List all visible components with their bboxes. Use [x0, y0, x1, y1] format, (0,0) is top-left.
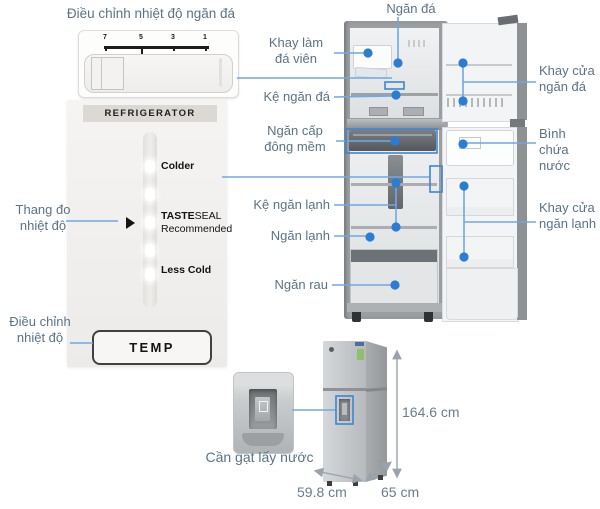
door-shelf-items — [447, 98, 507, 107]
freezer-door-open — [442, 23, 519, 122]
dial-slider-knob — [91, 57, 124, 90]
temp-button: TEMP — [92, 330, 212, 365]
vegetable-drawer — [350, 249, 438, 305]
electrolux-logo — [329, 347, 334, 352]
knob-groove — [101, 58, 102, 89]
freezer-dial-label: Điều chỉnh nhiệt độ ngăn đá — [66, 6, 236, 21]
dial-scale-7: 7 — [103, 34, 107, 41]
drip-tray — [242, 433, 284, 446]
dial-tick — [173, 46, 175, 51]
pointer-triangle-icon — [126, 217, 135, 229]
dispenser-top-band — [234, 373, 293, 386]
led-indicator — [145, 244, 155, 257]
dial-ridge — [219, 58, 222, 87]
width-dimension: 59.8 cm — [297, 484, 347, 500]
fridge-door-bottom-panel — [446, 268, 518, 320]
callout-ngan-cap-dong-mem: Ngăn cấp đông mềm — [264, 123, 326, 154]
led-indicator — [145, 188, 155, 201]
callout-ngan-rau: Ngăn rau — [274, 277, 328, 292]
callout-binh-chua-nuoc: Bình chứa nước — [539, 126, 570, 173]
closed-fridge-foot — [353, 481, 358, 486]
door-dispenser-lever — [342, 403, 347, 415]
callout-khay-cua-ngan-da: Khay cửa ngăn đá — [539, 63, 595, 94]
dial-scale-1: 1 — [203, 34, 207, 41]
led-indicator — [145, 160, 155, 173]
seal-rest: SEAL — [194, 210, 222, 222]
callout-khay-lam-da-vien: Khay làm đá viên — [268, 35, 324, 66]
tasteseal-label: TASTESEAL Recommended — [161, 210, 232, 235]
compartment-divider — [347, 119, 445, 130]
brand-badge — [355, 341, 364, 346]
energy-sticker — [357, 349, 364, 360]
tray-lip — [447, 259, 513, 267]
fridge-shelf — [351, 183, 437, 186]
freezer-sticker — [403, 107, 424, 116]
callout-ke-ngan-lanh: Kệ ngăn lạnh — [253, 197, 330, 212]
dispenser-lever — [255, 397, 270, 421]
cup-icon — [259, 401, 268, 412]
ice-cube-tray — [353, 45, 392, 69]
freezer-door-shelf — [446, 94, 512, 96]
callout-ke-ngan-da: Kệ ngăn đá — [263, 89, 330, 104]
fridge-shelf — [351, 226, 437, 229]
led-indicator — [145, 216, 155, 229]
callout-khay-cua-ngan-lanh: Khay cửa ngăn lạnh — [539, 200, 597, 231]
closed-fridge-door-gap — [323, 388, 366, 391]
water-dispenser-closeup — [233, 372, 294, 454]
drawer-handle — [353, 134, 432, 136]
soft-freezing-drawer — [349, 130, 436, 151]
scale-callout: Thang đo nhiệt độ — [15, 202, 71, 233]
water-tank-handle — [459, 137, 481, 149]
freezer-door-shelf — [446, 64, 512, 66]
led-indicator — [145, 268, 155, 281]
door-dispenser-recess — [339, 399, 350, 421]
fridge-door-tray — [446, 236, 514, 268]
taste-bold: TASTE — [161, 210, 195, 222]
dial-scale-line — [104, 46, 209, 49]
ice-tray-bin — [354, 66, 388, 80]
freezer-vent — [408, 40, 426, 47]
recommended-label: Recommended — [161, 222, 233, 235]
depth-dimension: 65 cm — [381, 484, 420, 500]
dial-tick — [205, 46, 207, 51]
panel-header: REFRIGERATOR — [83, 105, 217, 122]
temperature-control-panel: REFRIGERATOR Colder TASTESEAL Recommende… — [67, 100, 232, 367]
callout-can-gat-lay-nuoc: Cần gạt lấy nước — [205, 449, 314, 465]
fridge-door-edge — [517, 127, 527, 320]
colder-label: Colder — [161, 160, 195, 172]
dial-tick — [141, 46, 143, 54]
callout-ngan-lanh: Ngăn lạnh — [270, 228, 330, 243]
dial-scale-5: 5 — [139, 34, 143, 41]
tray-lip — [447, 207, 513, 215]
fridge-door-tray — [446, 178, 514, 216]
callout-ngan-da: Ngăn đá — [386, 1, 436, 16]
water-tank — [446, 130, 514, 166]
middle-hinge — [510, 119, 525, 127]
closed-fridge-foot — [327, 481, 332, 486]
adjust-callout: Điều chỉnh nhiệt độ — [9, 314, 71, 345]
closed-fridge-side — [366, 341, 387, 482]
dial-scale-3: 3 — [171, 34, 175, 41]
closed-fridge-foot — [378, 475, 383, 480]
air-duct — [388, 155, 403, 209]
fridge-foot — [424, 312, 433, 322]
freezer-door-edge — [517, 23, 527, 120]
dial-tick — [105, 46, 107, 51]
less-cold-label: Less Cold — [161, 264, 212, 276]
freezer-shelf — [351, 93, 438, 96]
fridge-foot — [352, 312, 361, 322]
fridge-base — [347, 303, 445, 312]
freezer-temp-dial: 7 5 3 1 — [78, 30, 239, 98]
vegetable-drawer-rim — [351, 250, 437, 262]
height-dimension: 164.6 cm — [402, 404, 460, 420]
freezer-sticker — [369, 107, 388, 116]
